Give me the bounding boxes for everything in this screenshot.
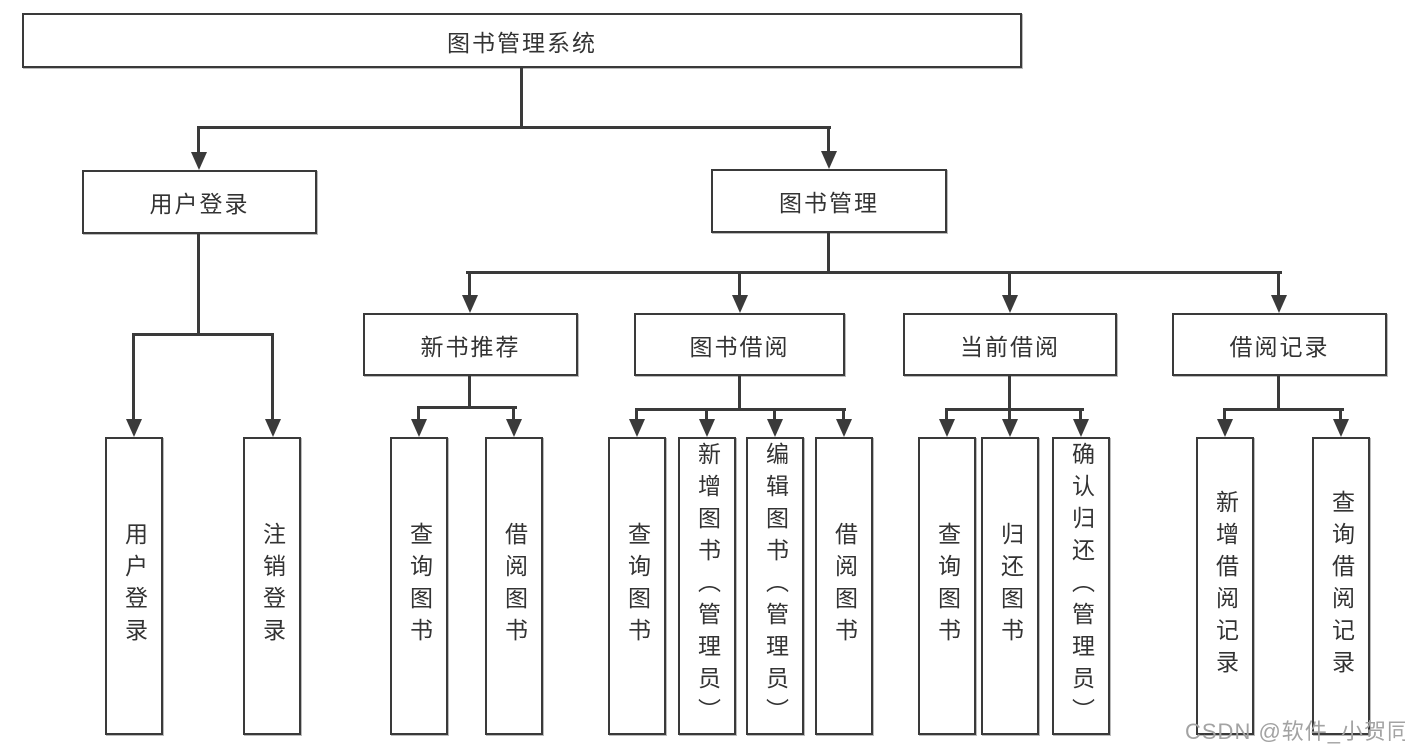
leaf-logout-label: 注销登录 xyxy=(259,522,286,650)
node-book-borrow: 图书借阅 xyxy=(634,313,845,376)
leaf-user-login-label: 用户登录 xyxy=(121,522,148,650)
arrowhead-bb-add xyxy=(699,419,715,437)
connector-borrow-record-rail xyxy=(1223,408,1344,411)
arrowhead-cb-return xyxy=(1002,419,1018,437)
connector-new-book-drop xyxy=(468,271,471,297)
arrowhead-cb-query xyxy=(939,419,955,437)
leaf-borrow-book-label: 借阅图书 xyxy=(831,522,858,650)
leaf-borrow-query: 查询图书 xyxy=(608,437,666,735)
node-user-login-label: 用户登录 xyxy=(149,191,250,217)
connector-nb-borrow-drop xyxy=(512,406,515,419)
connector-user-login-rail xyxy=(132,333,274,336)
leaf-borrow-add-admin: 新增图书（管理员） xyxy=(678,437,736,735)
arrowhead-br-query xyxy=(1333,419,1349,437)
connector-bb-borrow-drop xyxy=(842,408,845,419)
connector-book-borrow-drop xyxy=(738,271,741,297)
node-current-borrow: 当前借阅 xyxy=(903,313,1117,376)
leaf-return-book: 归还图书 xyxy=(981,437,1039,735)
connector-br-add-drop xyxy=(1223,408,1226,419)
leaf-newbook-query-label: 查询图书 xyxy=(406,522,433,650)
node-user-login: 用户登录 xyxy=(82,170,317,234)
connector-cb-confirm-drop xyxy=(1079,408,1082,419)
arrowhead-book-borrow xyxy=(732,295,748,313)
connector-bb-add-drop xyxy=(705,408,708,419)
connector-cb-query-drop xyxy=(945,408,948,419)
leaf-record-add-label: 新增借阅记录 xyxy=(1212,490,1239,682)
connector-borrow-record-stem xyxy=(1277,376,1280,410)
node-borrow-record-label: 借阅记录 xyxy=(1229,333,1330,360)
node-root: 图书管理系统 xyxy=(22,13,1022,68)
connector-bb-edit-drop xyxy=(773,408,776,419)
leaf-record-add: 新增借阅记录 xyxy=(1196,437,1254,735)
connector-nb-query-drop xyxy=(417,406,420,419)
arrowhead-nb-query xyxy=(411,419,427,437)
leaf-confirm-return-admin-label: 确认归还（管理员） xyxy=(1068,442,1095,730)
leaf-borrow-book: 借阅图书 xyxy=(815,437,873,735)
connector-level3-rail xyxy=(466,271,1282,274)
leaf-logout: 注销登录 xyxy=(243,437,301,735)
connector-current-borrow-stem xyxy=(1008,376,1011,410)
connector-current-borrow-drop xyxy=(1008,271,1011,297)
node-new-book-recommend: 新书推荐 xyxy=(363,313,578,376)
leaf-current-query-label: 查询图书 xyxy=(934,522,961,650)
leaf-borrow-edit-admin-label: 编辑图书（管理员） xyxy=(762,442,789,730)
connector-current-borrow-rail xyxy=(945,408,1084,411)
connector-bb-query-drop xyxy=(635,408,638,419)
watermark: CSDN @软件_小贺同学 xyxy=(1185,719,1405,744)
arrowhead-leaf-logout xyxy=(265,419,281,437)
node-book-borrow-label: 图书借阅 xyxy=(689,333,790,360)
arrowhead-br-add xyxy=(1217,419,1233,437)
connector-book-borrow-rail xyxy=(635,408,846,411)
arrowhead-book-mgmt xyxy=(821,151,837,169)
connector-leaf-user-login-drop xyxy=(132,333,135,419)
connector-book-mgmt-stem xyxy=(827,233,830,273)
leaf-return-book-label: 归还图书 xyxy=(997,522,1024,650)
leaf-user-login: 用户登录 xyxy=(105,437,163,735)
connector-user-login-drop xyxy=(197,126,200,152)
node-root-label: 图书管理系统 xyxy=(447,29,597,56)
connector-leaf-logout-drop xyxy=(271,333,274,419)
connector-level2-rail xyxy=(197,126,831,129)
arrowhead-new-book xyxy=(462,295,478,313)
arrowhead-nb-borrow xyxy=(506,419,522,437)
arrowhead-bb-query xyxy=(629,419,645,437)
leaf-record-query-label: 查询借阅记录 xyxy=(1328,490,1355,682)
connector-cb-return-drop xyxy=(1008,408,1011,419)
leaf-record-query: 查询借阅记录 xyxy=(1312,437,1370,735)
arrowhead-borrow-record xyxy=(1271,295,1287,313)
arrowhead-bb-borrow xyxy=(836,419,852,437)
connector-new-book-rail xyxy=(417,406,517,409)
arrowhead-user-login xyxy=(191,152,207,170)
connector-borrow-record-drop xyxy=(1277,271,1280,297)
node-new-book-recommend-label: 新书推荐 xyxy=(420,333,521,360)
leaf-borrow-edit-admin: 编辑图书（管理员） xyxy=(746,437,804,735)
node-book-management: 图书管理 xyxy=(711,169,947,233)
connector-book-borrow-stem xyxy=(738,376,741,410)
node-book-management-label: 图书管理 xyxy=(779,190,879,216)
leaf-newbook-borrow: 借阅图书 xyxy=(485,437,543,735)
connector-root-stem xyxy=(520,68,523,128)
connector-new-book-stem xyxy=(468,376,471,408)
node-borrow-record: 借阅记录 xyxy=(1172,313,1387,376)
connector-user-login-stem xyxy=(197,234,200,335)
leaf-current-query: 查询图书 xyxy=(918,437,976,735)
arrowhead-bb-edit xyxy=(767,419,783,437)
arrowhead-current-borrow xyxy=(1002,295,1018,313)
leaf-newbook-borrow-label: 借阅图书 xyxy=(501,522,528,650)
node-current-borrow-label: 当前借阅 xyxy=(960,333,1060,360)
leaf-borrow-add-admin-label: 新增图书（管理员） xyxy=(694,442,721,730)
arrowhead-cb-confirm xyxy=(1073,419,1089,437)
leaf-confirm-return-admin: 确认归还（管理员） xyxy=(1052,437,1110,735)
leaf-borrow-query-label: 查询图书 xyxy=(624,522,651,650)
connector-book-mgmt-drop xyxy=(827,126,830,151)
connector-br-query-drop xyxy=(1339,408,1342,419)
arrowhead-leaf-user-login xyxy=(126,419,142,437)
leaf-newbook-query: 查询图书 xyxy=(390,437,448,735)
